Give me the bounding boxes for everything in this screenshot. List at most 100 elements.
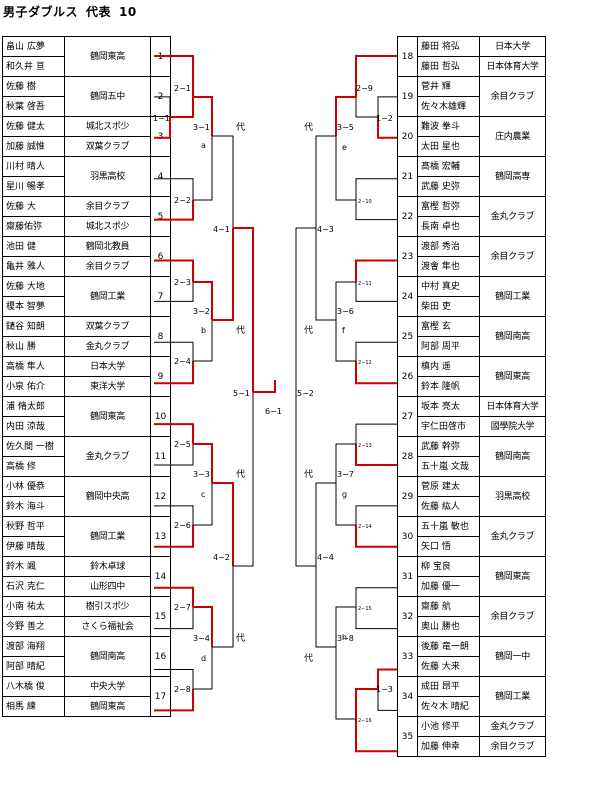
bracket-line — [154, 505, 194, 525]
school-name: 余目クラブ — [479, 76, 546, 117]
match-label: 2−4 — [174, 357, 191, 366]
match-label: 2−5 — [174, 440, 191, 449]
school-name: 鶴岡東高 — [64, 396, 151, 437]
winner-line — [212, 482, 234, 566]
bracket-line — [212, 566, 234, 648]
entry-row: 藤田 哲弘日本体育大学 — [398, 56, 546, 77]
match-label: 2−16 — [358, 718, 372, 724]
bracket-line — [355, 505, 397, 525]
school-name: 鶴岡一中 — [479, 636, 546, 677]
bracket-line — [212, 135, 234, 228]
school-name: 鶴岡高専 — [479, 156, 546, 197]
representative-mark: 代 — [236, 469, 245, 480]
group-letter: h — [342, 633, 347, 642]
bracket-line — [335, 647, 356, 720]
representative-mark: 代 — [304, 122, 313, 133]
bracket-line — [154, 178, 194, 200]
winner-line — [170, 97, 194, 118]
winner-line — [233, 227, 254, 392]
representative-mark: 代 — [236, 122, 245, 133]
school-name: 金丸クラブ — [64, 436, 151, 477]
bracket-line — [355, 423, 397, 444]
match-label: 3−3 — [193, 470, 210, 479]
bracket-line — [315, 228, 336, 321]
bracket-line — [335, 136, 356, 201]
bracket-line — [154, 96, 171, 117]
title-count: 10 — [119, 5, 137, 19]
winner-line — [355, 525, 397, 548]
school-name: 金丸クラブ — [479, 516, 546, 557]
winner-line — [355, 688, 378, 719]
school-name: 鶴岡工業 — [479, 676, 546, 717]
group-letter: b — [201, 326, 206, 335]
group-letter: g — [342, 490, 347, 499]
winner-line — [355, 361, 397, 385]
entry-row: 加藤 優一 — [398, 576, 546, 597]
bracket-line — [193, 483, 213, 526]
player-name: 秋葉 啓吾 — [2, 96, 65, 117]
match-label: 1−3 — [376, 685, 393, 694]
bracket-line — [315, 482, 336, 566]
seed-number: 17 — [150, 676, 171, 717]
bracket-line — [154, 607, 194, 630]
bracket-line — [355, 607, 397, 630]
school-name: 羽黒高校 — [479, 476, 546, 517]
school-name: 鶴岡東高 — [479, 556, 546, 597]
representative-mark: 代 — [304, 653, 313, 664]
bracket-line — [233, 392, 254, 567]
seed-number: 15 — [150, 596, 171, 637]
match-label: 3−6 — [337, 307, 354, 316]
bracket-line — [355, 341, 397, 361]
final-match-label: 6−1 — [265, 407, 282, 416]
match-label: 2−9 — [356, 84, 373, 93]
winner-line — [335, 96, 356, 136]
entry-row: 相馬 練鶴岡東高 — [2, 696, 171, 717]
group-letter: f — [342, 326, 345, 335]
entry-row: 和久井 亘 — [2, 56, 171, 77]
winner-line — [154, 55, 194, 97]
match-label: 2−12 — [358, 360, 372, 366]
bracket-line — [355, 97, 378, 118]
match-label: 2−11 — [358, 281, 372, 287]
winner-line — [193, 443, 213, 483]
bracket-line — [377, 96, 397, 117]
entry-row: 亀井 雅人余目クラブ — [2, 256, 171, 277]
player-name: 渡會 隼也 — [417, 256, 480, 277]
school-name: 余目クラブ — [479, 736, 546, 757]
entry-row: 秋葉 啓吾 — [2, 96, 171, 117]
bracket-line — [154, 282, 194, 302]
player-name: 加藤 優一 — [417, 576, 480, 597]
title-event: 男子ダブルス — [3, 5, 79, 19]
bracket-line — [193, 136, 213, 201]
bracket-line — [377, 689, 397, 711]
winner-line — [355, 55, 397, 97]
match-label: 4−2 — [213, 553, 230, 562]
match-label: 2−2 — [174, 196, 191, 205]
match-label: 2−6 — [174, 521, 191, 530]
seed-number: 12 — [150, 476, 171, 517]
group-letter: c — [201, 490, 205, 499]
entry-row: 今野 善之さくら福祉会 — [2, 616, 171, 637]
school-name: 鶴岡五中 — [64, 76, 151, 117]
winner-line — [154, 200, 194, 221]
winner-line — [154, 689, 194, 712]
entry-row: 石沢 克仁山形四中 — [2, 576, 171, 597]
